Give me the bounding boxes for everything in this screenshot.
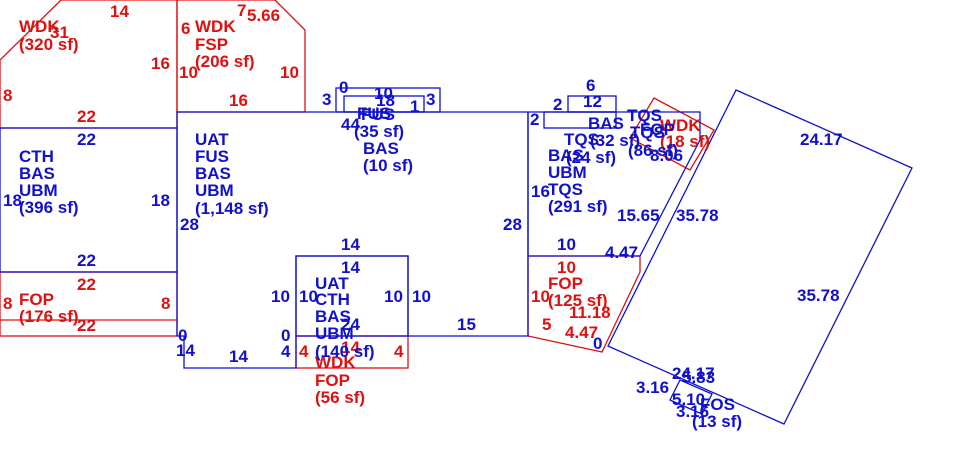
dim-label: 14 [229, 347, 248, 366]
dim-label: 3.16 [636, 378, 669, 397]
dim-label: 0 [178, 326, 187, 345]
dim-label: 3 [426, 90, 435, 109]
area-label-tqs-24: TQS (24 sf) [564, 130, 616, 167]
dim-label: 5 [542, 315, 551, 334]
dim-label: 8 [3, 86, 12, 105]
dim-label: 14 [341, 235, 360, 254]
dim-label: 22 [77, 316, 96, 335]
dim-label: 10 [179, 63, 198, 82]
dim-label: 4 [281, 342, 291, 361]
dim-label: 24 [341, 315, 360, 334]
blue-outlines [0, 87, 913, 425]
area-label-fop-125: FOP (125 sf) [548, 274, 608, 310]
red-dimensions: 14 31 16 8 22 6 7 5.66 10 10 16 22 8 8 2… [3, 1, 611, 361]
red-area-labels: WDK (320 sf) WDK FSP (206 sf) FOP (176 s… [19, 17, 710, 407]
dim-label: 14 [110, 2, 129, 21]
area-label-fos-13: FOS (13 sf) [692, 395, 742, 431]
dim-label: 10 [299, 287, 318, 306]
dim-label: 14 [341, 338, 360, 357]
dim-label: 10 [280, 63, 299, 82]
fos-13-outline [669, 379, 713, 415]
area-label-fus-35: FUS (35 sf) [354, 105, 404, 141]
dim-label: 3 [322, 90, 331, 109]
wdk-18-outline [629, 97, 715, 171]
area-label-uat-fus-bas-ubm: UAT FUS BAS UBM (1,148 sf) [195, 130, 269, 218]
area-label-wdk-320: WDK (320 sf) [19, 17, 79, 54]
dim-label: 14 [341, 258, 360, 277]
dim-label: 4.47 [565, 323, 598, 342]
area-label-wdk-18: WDK (18 sf) [660, 116, 710, 151]
dim-label: 10 [557, 235, 576, 254]
dim-label: 7 [237, 1, 246, 20]
dim-label: 22 [77, 130, 96, 149]
dim-label: 35.78 [676, 206, 719, 225]
dim-label: 8.06 [650, 146, 683, 165]
dim-label: 24.17 [672, 364, 715, 383]
dim-label: 8 [161, 294, 170, 313]
area-label-cth-bas-ubm: CTH BAS UBM (396 sf) [19, 147, 79, 217]
dim-label: 0 [339, 78, 348, 97]
dim-label: 18 [151, 191, 170, 210]
dim-label: 4 [299, 342, 309, 361]
dim-label: 10 [557, 258, 576, 277]
dim-label: 11.18 [569, 303, 611, 322]
dim-label: 5.10 [672, 390, 705, 409]
dim-label: 12 [583, 92, 602, 111]
dim-label: 28 [180, 215, 199, 234]
dim-label: 8 [3, 294, 12, 313]
dim-label: 16 [531, 182, 550, 201]
dim-label: 5.83 [682, 368, 715, 387]
dim-label: 22 [77, 275, 96, 294]
dim-label: 4 [394, 342, 404, 361]
area-label-fus-bas-10: FUS BAS (10 sf) [357, 104, 413, 175]
dim-label: 0 [593, 334, 602, 353]
dim-label: 22 [77, 251, 96, 270]
tqs-24-outline [567, 95, 617, 113]
dim-label: 2 [553, 95, 562, 114]
dim-label: 15 [457, 315, 476, 334]
bump-inner-outline [343, 95, 425, 113]
dim-label: 6 [586, 76, 595, 95]
area-label-fop-176: FOP (176 sf) [19, 290, 79, 326]
dim-label: 16 [229, 91, 248, 110]
dim-label: 10 [271, 287, 290, 306]
blue-dimensions: 22 18 18 22 28 28 0 10 18 1 3 3 44 14 14… [3, 76, 843, 421]
dim-label: 10 [384, 287, 403, 306]
area-label-tqs-bas-32: TQS BAS (32 sf) [588, 106, 667, 150]
dim-label: 10 [412, 287, 431, 306]
dim-label: 44 [341, 115, 360, 134]
dim-label: 35.78 [797, 286, 840, 305]
dim-label: 10 [531, 287, 550, 306]
blue-area-labels: CTH BAS UBM (396 sf) UAT FUS BAS UBM (1,… [19, 104, 742, 431]
dim-label: 28 [503, 215, 522, 234]
dim-label: 22 [77, 107, 96, 126]
dim-label: 0 [281, 326, 290, 345]
dim-label: 18 [376, 91, 395, 110]
area-label-tqs-fop-86: TQS FOP (86 sf) [628, 120, 679, 160]
dim-label: 10 [374, 84, 393, 103]
dim-label: 3.16 [676, 402, 709, 421]
dim-label: 18 [3, 191, 22, 210]
dim-label: 5.66 [247, 6, 280, 25]
dim-label: 6 [181, 19, 190, 38]
area-label-uat-cth: UAT CTH BAS UBM (140 sf) [315, 274, 375, 361]
area-label-bas-ubm-tqs: BAS UBM TQS (291 sf) [548, 146, 608, 216]
tqs-bas-ubm-outline [527, 111, 701, 257]
dim-label: 15.65 [617, 206, 660, 225]
dim-label: 14 [176, 341, 195, 360]
dim-label: 2 [530, 110, 539, 129]
area-label-wdk-fop-56: WDK FOP (56 sf) [315, 353, 365, 407]
dim-label: 16 [151, 54, 170, 73]
big-lot-outline [607, 89, 913, 425]
dim-label: 24.17 [800, 130, 843, 149]
uat-cth-outline [295, 255, 409, 337]
dim-label: 4.47 [605, 243, 638, 262]
area-label-wdk-fsp: WDK FSP (206 sf) [195, 17, 255, 71]
wdk-fsp-outline [176, 0, 306, 113]
dim-label: 31 [50, 23, 69, 42]
dim-label: 1 [410, 97, 419, 116]
